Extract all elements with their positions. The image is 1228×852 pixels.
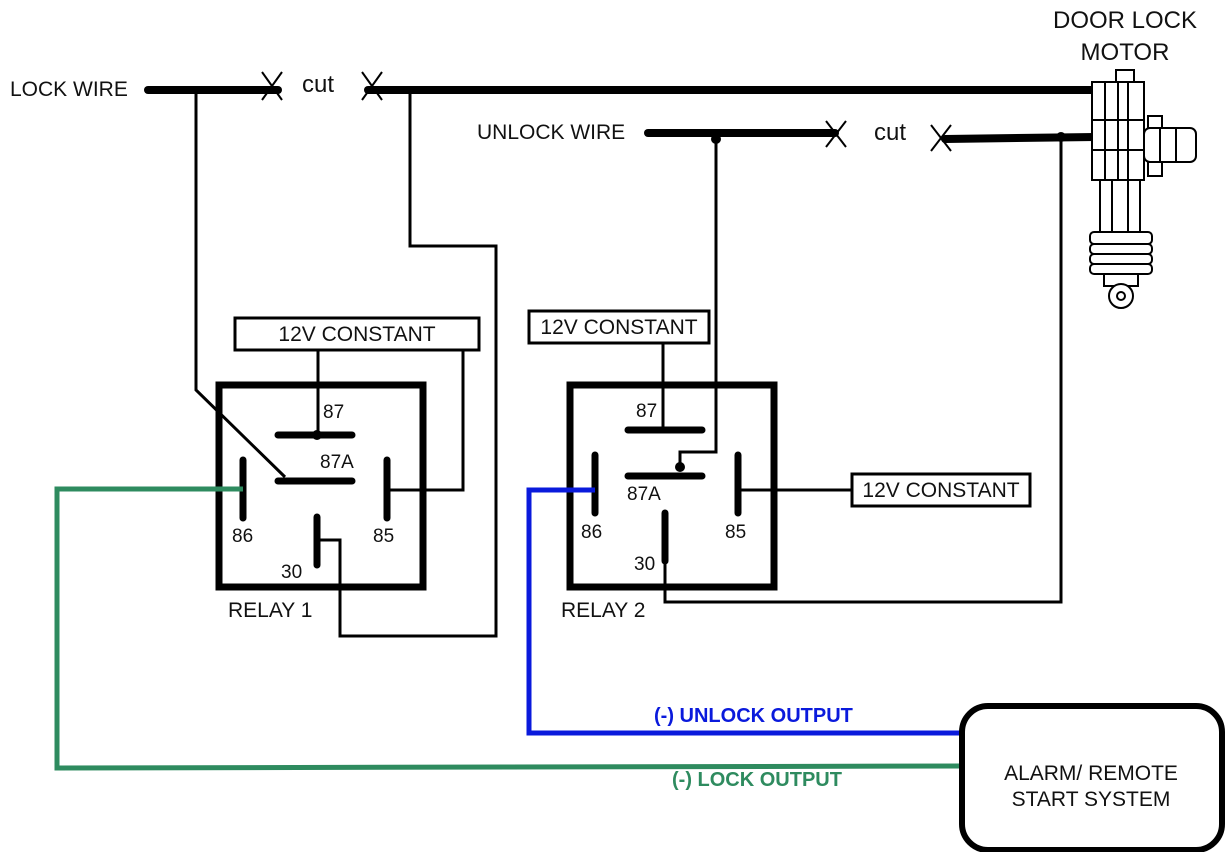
unlock-wire-label: UNLOCK WIRE	[477, 121, 625, 144]
lock-output-label: (-) LOCK OUTPUT	[672, 769, 842, 791]
relay1-pin-85: 85	[373, 526, 394, 547]
relay2-pin-85: 85	[725, 522, 746, 543]
unlock-wire	[644, 129, 1099, 143]
alarm-label-line2: START SYSTEM	[1012, 788, 1171, 811]
unlock-wire-cut-label: cut	[874, 119, 906, 146]
relay1-pin-87a: 87A	[320, 452, 354, 473]
relay1-87-junction	[312, 430, 322, 440]
relay1-contacts	[239, 431, 391, 569]
alarm-remote-start-box	[959, 703, 1225, 852]
relay1-pin-30: 30	[281, 562, 302, 583]
relay2-label: RELAY 2	[561, 599, 645, 622]
unlock-output-label: (-) UNLOCK OUTPUT	[654, 705, 853, 727]
relay2-pin-86: 86	[581, 522, 602, 543]
door-lock-motor-label-line2: MOTOR	[1081, 39, 1170, 66]
unlock-output-wire	[526, 487, 966, 736]
unlock-wire-cut-mark-left	[825, 120, 847, 148]
relay1-pin-86: 86	[232, 526, 253, 547]
relay2-pin-87: 87	[636, 401, 657, 422]
relay2-12v-constant-box-top	[527, 309, 711, 345]
relay1-label: RELAY 1	[228, 599, 312, 622]
lock-wire-cut-mark-right	[361, 71, 383, 101]
lock-wire-cut-label: cut	[302, 71, 334, 98]
relay1-pin-87: 87	[323, 402, 344, 423]
relay1-box	[215, 381, 427, 591]
relay2-wiring	[661, 133, 1063, 604]
relay1-12v-constant-box	[233, 316, 481, 352]
door-lock-motor-icon	[1089, 69, 1197, 309]
relay2-pin-30: 30	[634, 554, 655, 575]
unlock-motor-junction	[1056, 132, 1066, 142]
unlock-wire-cut-mark-right	[930, 124, 952, 152]
unlock-wire-tap-junction	[711, 134, 721, 144]
lock-wire-cut-mark-left	[261, 71, 283, 101]
relay2-box	[566, 381, 778, 591]
relay2-12v-constant-label-right: 12V CONSTANT	[862, 479, 1019, 502]
relay2-pin-87a: 87A	[627, 484, 661, 505]
alarm-label-line1: ALARM/ REMOTE	[1004, 762, 1178, 785]
door-lock-motor-label-line1: DOOR LOCK	[1053, 7, 1197, 34]
lock-wire-label: LOCK WIRE	[10, 78, 128, 101]
lock-output-wire	[54, 486, 967, 771]
relay2-12v-constant-label-top: 12V CONSTANT	[540, 316, 697, 339]
relay1-wiring	[194, 90, 498, 638]
relay1-12v-constant-label: 12V CONSTANT	[278, 323, 435, 346]
